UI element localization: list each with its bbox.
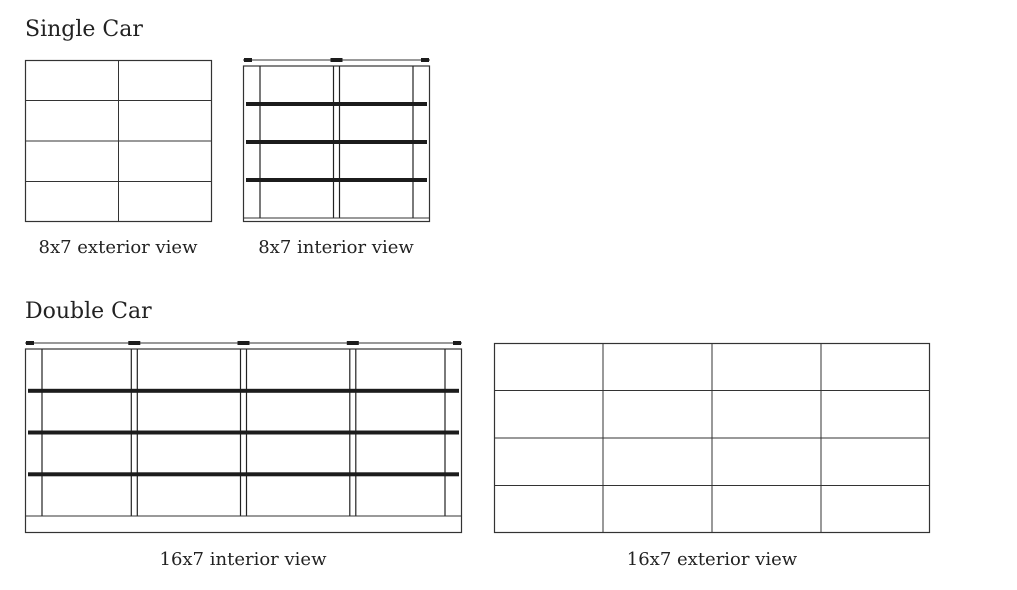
horizontal-brace	[246, 102, 427, 106]
corner-bracket	[26, 341, 34, 345]
corner-bracket	[421, 58, 429, 62]
single-interior-door	[242, 58, 431, 223]
double-interior-door	[24, 341, 463, 534]
track-bracket	[128, 341, 141, 345]
door-frame	[24, 348, 463, 534]
track-bracket	[346, 341, 359, 345]
double-car-title: Double Car	[25, 299, 152, 324]
track-bracket	[237, 341, 250, 345]
double-exterior-caption: 16x7 exterior view	[626, 549, 798, 570]
double-interior-caption: 16x7 interior view	[159, 549, 327, 570]
corner-bracket	[453, 341, 461, 345]
single-exterior-door	[24, 59, 213, 223]
double-exterior-door	[493, 342, 931, 534]
horizontal-brace	[246, 140, 427, 144]
door-frame	[242, 65, 431, 223]
track-bracket	[330, 58, 343, 62]
corner-bracket	[244, 58, 252, 62]
single-car-title: Single Car	[25, 17, 143, 42]
horizontal-brace	[246, 178, 427, 182]
single-exterior-caption: 8x7 exterior view	[38, 237, 198, 258]
horizontal-brace	[28, 388, 459, 393]
horizontal-brace	[28, 472, 459, 477]
single-interior-caption: 8x7 interior view	[258, 237, 414, 258]
horizontal-brace	[28, 430, 459, 435]
